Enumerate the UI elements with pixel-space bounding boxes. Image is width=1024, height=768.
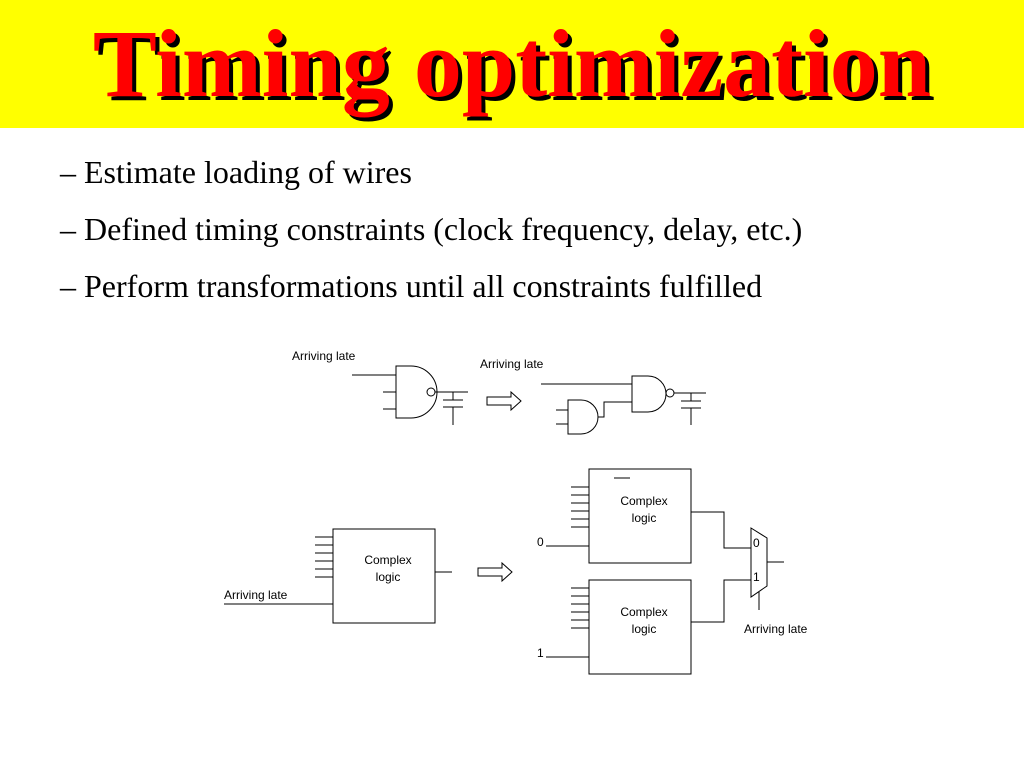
bullet-item: – Defined timing constraints (clock freq… [60, 211, 803, 247]
block-label: logic [632, 511, 657, 525]
mux-input-wire [691, 511, 751, 549]
multiplexer [750, 527, 768, 598]
input-bus [571, 587, 589, 629]
bullet-item: – Perform transformations until all cons… [60, 268, 763, 304]
title-bar [0, 0, 1024, 128]
bullet-item: – Estimate loading of wires [60, 154, 412, 190]
nand-gate-restructured [631, 375, 675, 413]
mux-input-1-label: 1 [753, 570, 760, 584]
mux-input-wire [691, 579, 751, 623]
input-1-label: 1 [537, 646, 544, 660]
complex-logic-block [332, 528, 436, 624]
complex-logic-block-lower [588, 579, 692, 675]
block-label: Complex [620, 605, 667, 619]
slide-title: Timing optimization [92, 10, 932, 117]
complex-logic-block-upper [588, 468, 692, 564]
transform-arrow-icon [477, 561, 513, 583]
bullet-list: – Estimate loading of wires – Defined ti… [60, 144, 802, 315]
arriving-late-label: Arriving late [292, 349, 356, 363]
input-bus [571, 486, 589, 528]
block-label: logic [376, 570, 401, 584]
input-bus [315, 536, 333, 578]
input-0-label: 0 [537, 535, 544, 549]
load-capacitor [681, 393, 701, 425]
arriving-late-label: Arriving late [480, 357, 544, 371]
load-capacitor [443, 392, 463, 425]
block-label: Complex [620, 494, 667, 508]
block-label: logic [632, 622, 657, 636]
internal-wire [598, 401, 632, 418]
mux-input-0-label: 0 [753, 536, 760, 550]
arriving-late-label: Arriving late [224, 588, 288, 602]
arriving-late-label: Arriving late [744, 622, 808, 636]
transform-arrow-icon [486, 390, 522, 412]
and-gate-predecoder [567, 399, 599, 435]
block-label: Complex [364, 553, 411, 567]
nand-gate-original [395, 365, 438, 419]
